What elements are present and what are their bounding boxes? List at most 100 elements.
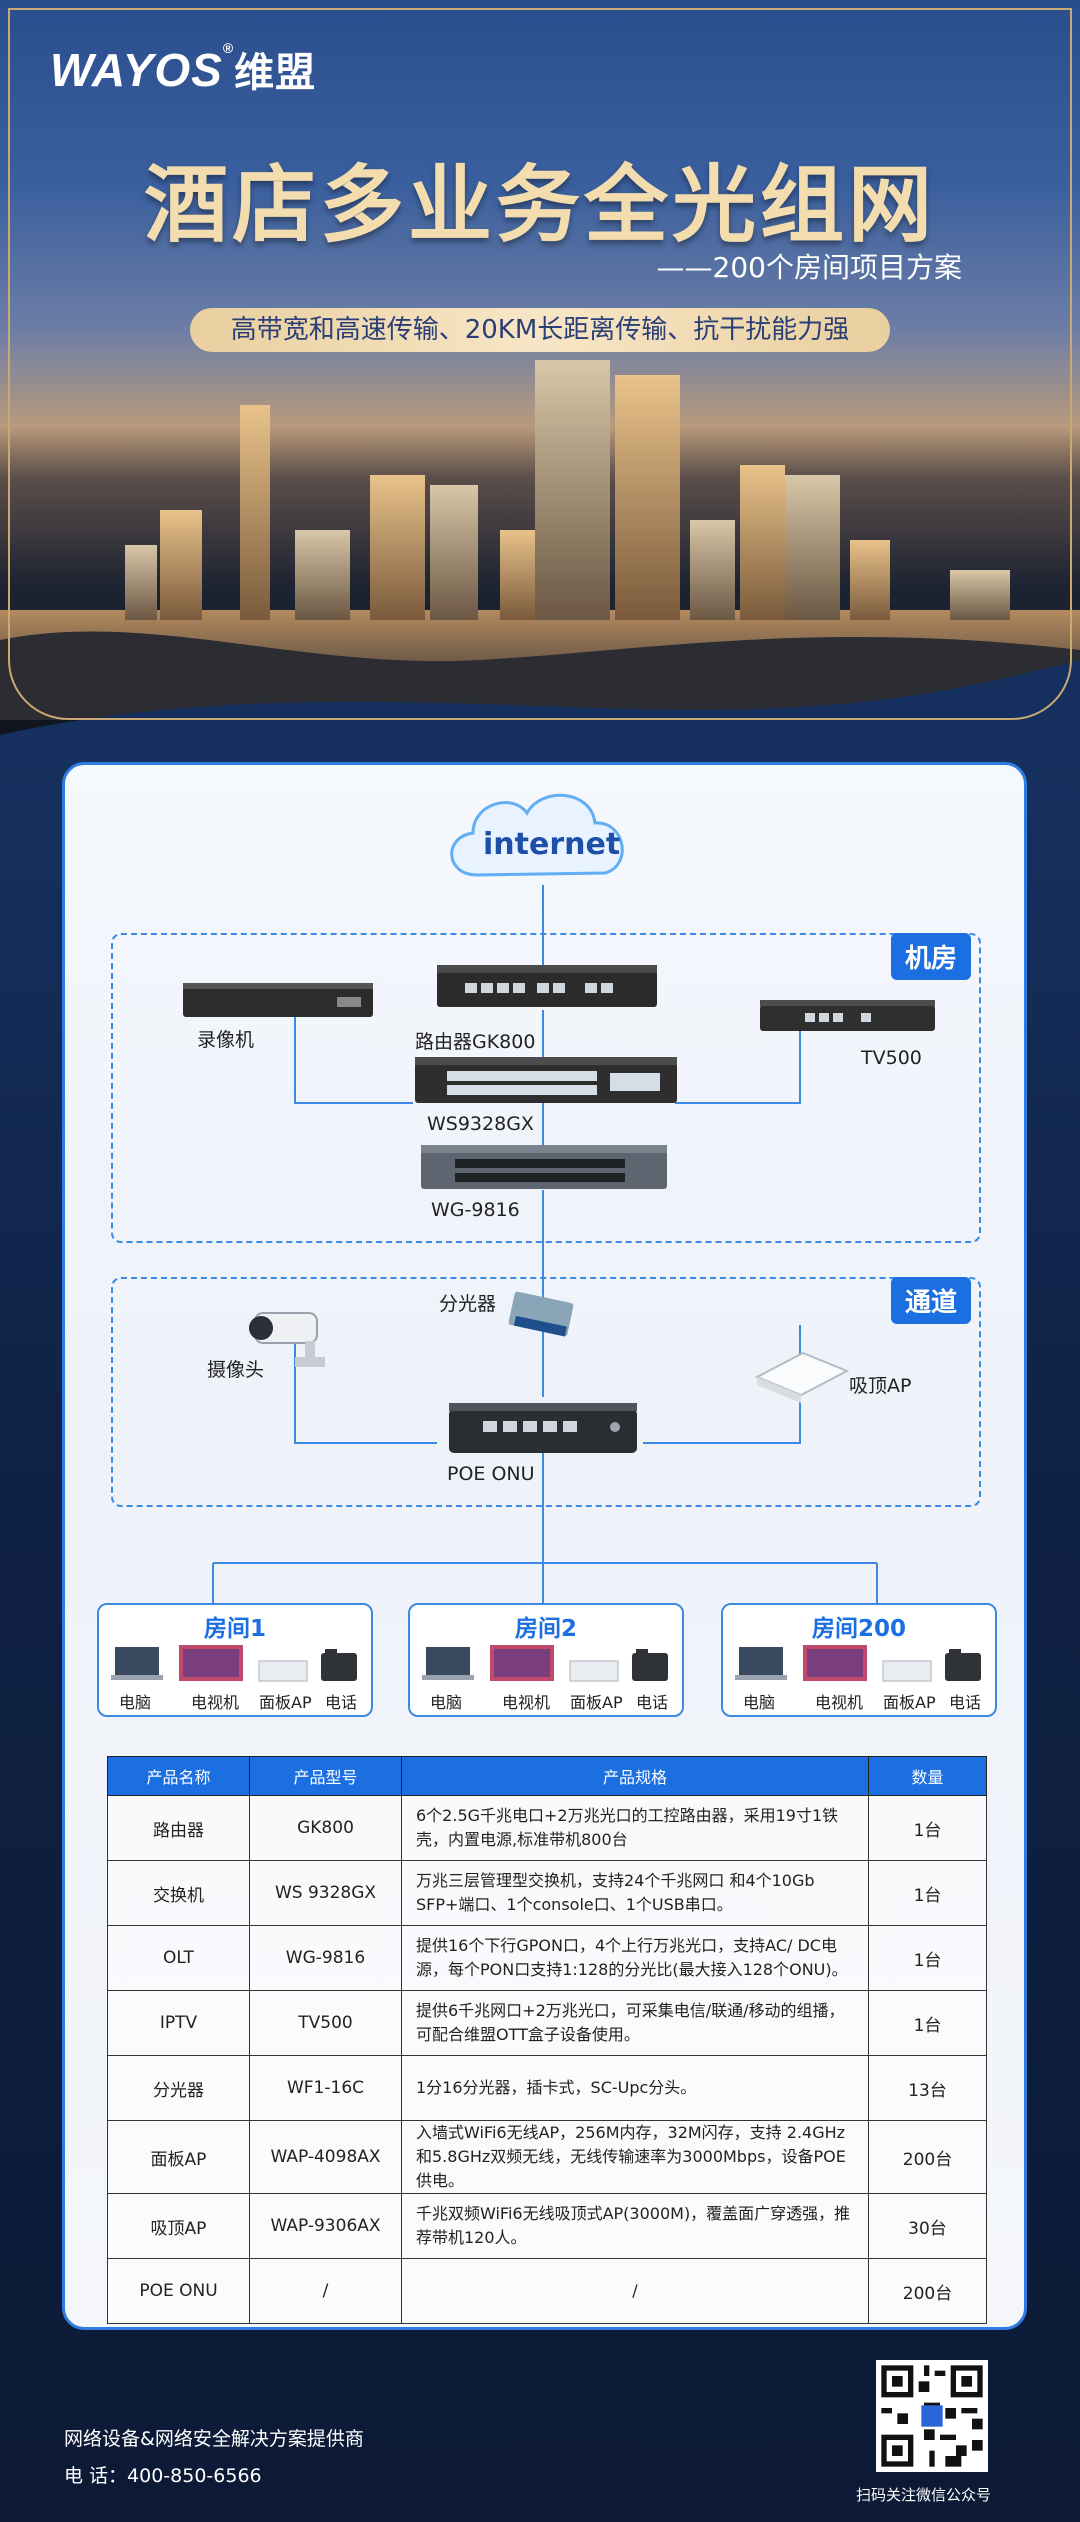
table-row: 吸顶AP WAP-9306AX 千兆双频WiFi6无线吸顶式AP(3000M)，… [107, 2193, 987, 2259]
cell-spec: 6个2.5G千兆电口+2万兆光口的工控路由器，采用19寸1铁壳，内置电源,标准带… [401, 1795, 869, 1861]
switch-label: WS9328GX [427, 1113, 534, 1135]
olt-label: WG-9816 [431, 1199, 520, 1221]
iptv-label: TV500 [861, 1047, 922, 1069]
cell-model: WF1-16C [249, 2055, 402, 2121]
wechat-qr-code[interactable] [876, 2360, 988, 2472]
room-title: 房间2 [514, 1616, 577, 1642]
tagline-pill: 高带宽和高速传输、20KM长距离传输、抗干扰能力强 [190, 308, 890, 352]
cell-model: WG-9816 [249, 1925, 402, 1991]
col-header-spec: 产品规格 [401, 1756, 869, 1796]
room-title: 房间200 [811, 1616, 906, 1642]
ceiling-ap-label: 吸顶AP [849, 1375, 912, 1397]
cell-model: TV500 [249, 1990, 402, 2056]
tv-icon [803, 1645, 867, 1681]
cell-spec: 入墙式WiFi6无线AP，256M内存，32M闪存，支持 2.4GHz和5.8G… [401, 2120, 869, 2194]
room-box-2: 房间2 电脑 电视机 面板AP 电话 [408, 1603, 684, 1717]
cell-name: IPTV [107, 1990, 250, 2056]
page-title: 酒店多业务全光组网 [143, 156, 936, 254]
internet-cloud-label: internet [483, 827, 621, 862]
switch-icon [415, 1057, 677, 1103]
room-item-phone: 电话 [325, 1693, 358, 1712]
cell-name: 分光器 [107, 2055, 250, 2121]
footer-phone: 电 话：400-850-6566 [64, 2465, 262, 2487]
phone-icon [632, 1649, 668, 1681]
ceiling-ap-icon [754, 1351, 850, 1403]
olt-icon [421, 1145, 667, 1189]
room-item-phone: 电话 [636, 1693, 669, 1712]
table-row: OLT WG-9816 提供16个下行GPON口，4个上行万兆光口，支持AC/ … [107, 1925, 987, 1991]
col-header-qty: 数量 [868, 1756, 987, 1796]
col-header-model: 产品型号 [249, 1756, 402, 1796]
corridor-zone [111, 1277, 981, 1507]
cell-qty: 1台 [868, 1860, 987, 1926]
cell-qty: 1台 [868, 1925, 987, 1991]
splitter-icon [508, 1291, 574, 1337]
onu-label: POE ONU [447, 1463, 535, 1485]
room-title: 房间1 [203, 1616, 266, 1642]
room-item-panel-ap: 面板AP [259, 1693, 312, 1712]
cell-name: OLT [107, 1925, 250, 1991]
cell-qty: 200台 [868, 2120, 987, 2194]
computer-icon [735, 1647, 787, 1680]
cell-model: / [249, 2258, 402, 2324]
phone-icon [321, 1649, 357, 1681]
room-devices-icons [735, 1645, 981, 1682]
hero-banner: WAYOS®维盟 酒店多业务全光组网 ——200个房间项目方案 高带宽和高速传输… [0, 0, 1080, 735]
cell-model: WS 9328GX [249, 1860, 402, 1926]
cell-qty: 30台 [868, 2193, 987, 2259]
room-box-200: 房间200 电脑 电视机 面板AP 电话 [721, 1603, 997, 1717]
computer-icon [111, 1647, 163, 1680]
page-subtitle: ——200个房间项目方案 [656, 251, 962, 284]
server-room-tag: 机房 [891, 933, 972, 980]
cell-model: WAP-4098AX [249, 2120, 402, 2194]
cell-name: POE ONU [107, 2258, 250, 2324]
room-item-computer: 电脑 [119, 1693, 152, 1712]
logo-registered-mark: ® [222, 40, 235, 56]
cell-spec: 1分16分光器，插卡式，SC-Upc分头。 [401, 2055, 869, 2121]
logo-chinese-text: 维盟 [234, 51, 317, 95]
topology-card: internet 机房 通道 录像机 路由器GK800 TV500 WS9328… [62, 762, 1027, 2330]
table-row: POE ONU / / 200台 [107, 2258, 987, 2324]
topology-diagram [183, 793, 935, 1603]
cell-spec: 提供6千兆网口+2万兆光口，可采集电信/联通/移动的组播，可配合维盟OTT盒子设… [401, 1990, 869, 2056]
table-row: 交换机 WS 9328GX 万兆三层管理型交换机，支持24个千兆网口 和4个10… [107, 1860, 987, 1926]
cell-name: 交换机 [107, 1860, 250, 1926]
computer-icon [422, 1647, 474, 1680]
table-row: IPTV TV500 提供6千兆网口+2万兆光口，可采集电信/联通/移动的组播，… [107, 1990, 987, 2056]
room-item-phone: 电话 [949, 1693, 982, 1712]
router-label: 路由器GK800 [415, 1031, 536, 1053]
table-header-row: 产品名称 产品型号 产品规格 数量 [107, 1756, 987, 1796]
table-row: 面板AP WAP-4098AX 入墙式WiFi6无线AP，256M内存，32M闪… [107, 2120, 987, 2194]
connection-lines [212, 885, 878, 1603]
qr-caption: 扫码关注微信公众号 [856, 2486, 992, 2504]
cell-model: GK800 [249, 1795, 402, 1861]
tv-icon [179, 1645, 243, 1681]
col-header-name: 产品名称 [107, 1756, 250, 1796]
cell-model: WAP-9306AX [249, 2193, 402, 2259]
cell-name: 吸顶AP [107, 2193, 250, 2259]
footer-tagline: 网络设备&网络安全解决方案提供商 [64, 2428, 364, 2450]
iptv-device-icon [760, 1000, 935, 1031]
cell-qty: 200台 [868, 2258, 987, 2324]
product-table: 产品名称 产品型号 产品规格 数量 路由器 GK800 6个2.5G千兆电口+2… [107, 1756, 987, 2324]
room-item-panel-ap: 面板AP [570, 1693, 623, 1712]
nvr-icon [183, 983, 373, 1017]
cell-qty: 1台 [868, 1990, 987, 2056]
room-item-computer: 电脑 [743, 1693, 776, 1712]
router-icon [437, 965, 657, 1007]
cell-name: 面板AP [107, 2120, 250, 2194]
splitter-label: 分光器 [439, 1293, 497, 1315]
cell-spec: / [401, 2258, 869, 2324]
logo-text: WAYOS [50, 44, 223, 96]
poe-onu-icon [449, 1403, 637, 1453]
brand-logo: WAYOS®维盟 [50, 40, 316, 98]
tv-icon [490, 1645, 554, 1681]
cell-spec: 万兆三层管理型交换机，支持24个千兆网口 和4个10Gb SFP+端口、1个co… [401, 1860, 869, 1926]
phone-icon [945, 1649, 981, 1681]
camera-icon [249, 1312, 325, 1367]
hero-bottom-curve [0, 640, 1080, 735]
room-box-1: 房间1 电脑 电视机 面板AP 电话 [97, 1603, 373, 1717]
table-row: 路由器 GK800 6个2.5G千兆电口+2万兆光口的工控路由器，采用19寸1铁… [107, 1795, 987, 1861]
panel-ap-icon [258, 1660, 308, 1682]
